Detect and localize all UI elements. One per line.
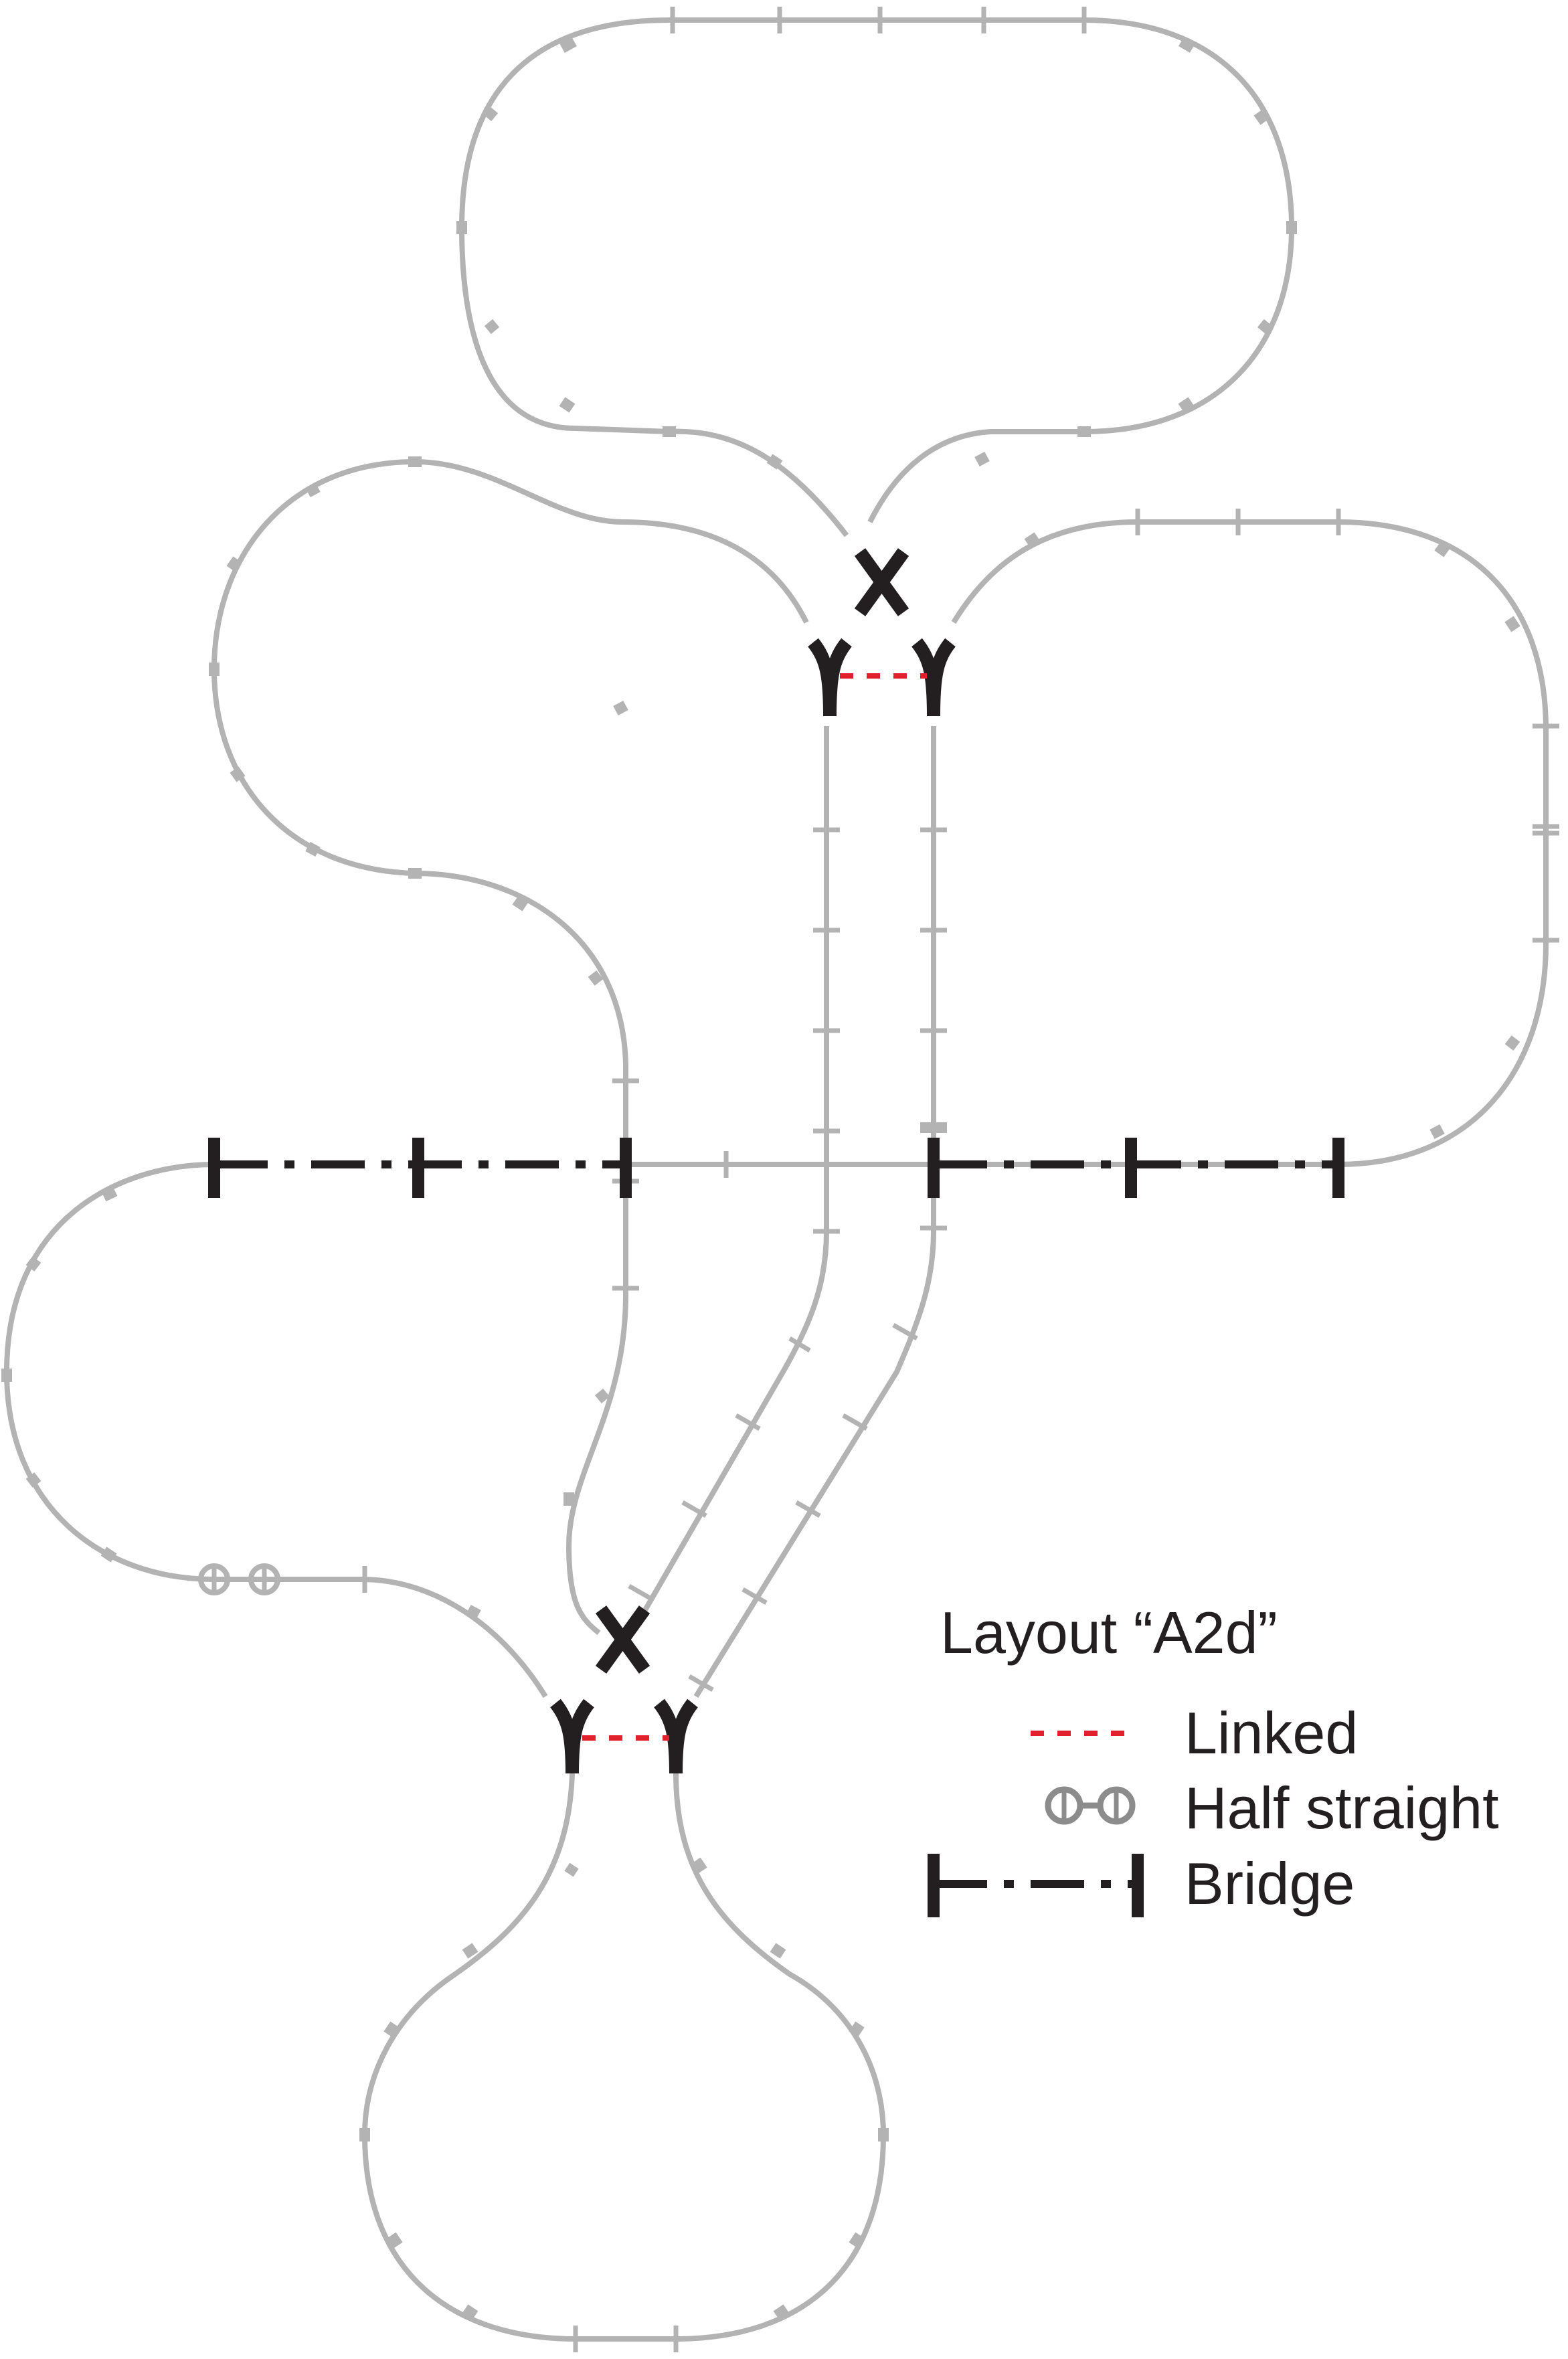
half-straight-marker [198, 1563, 280, 1595]
track-joints [1, 7, 1559, 2352]
bridge-right [928, 1138, 1344, 1198]
bridge-icon [928, 1854, 1144, 1917]
track-top-loop [459, 17, 1294, 537]
turnout-bottom-left-icon [550, 1698, 594, 1774]
half-straight-icon [1045, 1786, 1136, 1825]
crossing-top-icon [854, 548, 909, 616]
track-left-loop [4, 1162, 548, 1698]
track-bottom-loop [362, 1773, 886, 2342]
turnout-bottom-right-icon [654, 1698, 698, 1774]
track-network [1, 7, 1559, 2352]
legend: Layout “A2d” Linked Half straight Bridge [928, 1599, 1499, 1917]
bridges [208, 1138, 1344, 1198]
track-upper-left-loop [211, 459, 809, 1636]
bridge-left [208, 1138, 632, 1198]
legend-linked-label: Linked [1185, 1700, 1358, 1766]
legend-half-straight-label: Half straight [1185, 1775, 1499, 1841]
crossing-bottom-icon [595, 1605, 650, 1674]
track-inner-left-vertical [633, 726, 829, 1628]
layout-title: Layout “A2d” [940, 1599, 1278, 1666]
turnout-top-left-icon [808, 638, 852, 717]
legend-bridge-label: Bridge [1185, 1850, 1355, 1917]
track-right-loop [937, 519, 1549, 1167]
track-inner-right-vertical [693, 726, 936, 1698]
turnout-top-right-icon [911, 638, 956, 717]
points [550, 548, 956, 1774]
